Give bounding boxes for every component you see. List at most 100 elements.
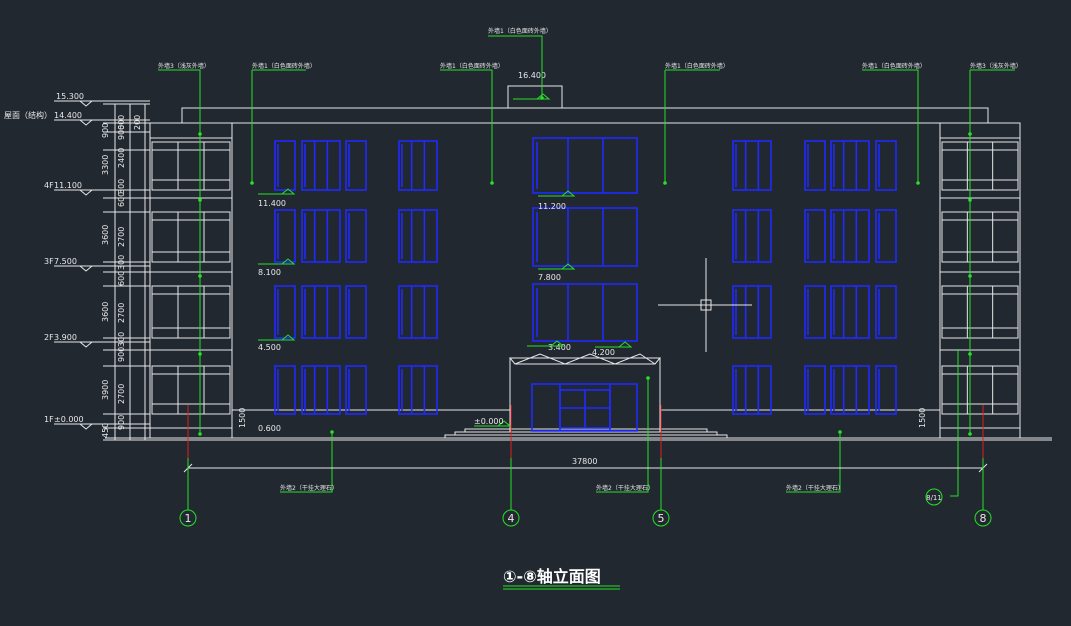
level-4f-note: 4F [44,181,54,190]
facade-window [345,285,367,339]
level-triangle [617,341,633,348]
level-14400: 14.400 [54,111,82,120]
level-7500-mark-triangle [78,265,94,272]
callout-center-right: 外墙1（白色面砖外墙） [665,62,729,70]
win-level-7800: 7.800 [538,273,561,282]
level-2f-note: 2F [44,333,54,342]
facade-window [274,365,296,415]
facade-window [875,209,897,263]
center-window [532,283,638,342]
svg-text:1: 1 [185,512,192,525]
facade-window [345,140,367,191]
callout-dot [968,274,972,278]
dim-outer-1: 900 [101,123,110,138]
tower-window [941,365,1019,415]
facade-window [732,285,772,339]
dim-outer-3: 3600 [101,225,110,245]
dim-inner-1: 600 [117,115,126,130]
dim-inner-13: 2700 [117,384,126,404]
level-11100: 11.100 [54,181,82,190]
axis-bubble-8: 8 [974,509,992,527]
tower-window [151,365,231,415]
callout-right-front: 外墙1（白色面砖外墙） [862,62,926,70]
facade-window [830,285,870,339]
entrance-door [531,383,638,432]
entrance-canopy [508,357,662,365]
entrance-step-2 [444,434,728,439]
facade-window [345,365,367,415]
facade-window [732,209,772,263]
callout-dot [198,352,202,356]
tower-window [151,285,231,339]
callout-dot [968,198,972,202]
callout-dot [540,96,544,100]
svg-text:4: 4 [508,512,515,525]
facade-window [804,209,826,263]
tower-window [151,211,231,263]
dim-inner-12: 900 [117,347,126,362]
callout-dot [968,132,972,136]
tower-window [941,285,1019,339]
axis-bubble-8-11: 8/11 [925,488,943,506]
facade-window [301,140,341,191]
svg-text:8/11: 8/11 [926,494,942,502]
overall-dimension-label: 37800 [572,457,597,466]
level-15300-mark-triangle [78,100,94,107]
level-14400-mark-triangle [78,119,94,126]
dim-inner-5: 300 [117,179,126,194]
dim-outer-4: 3600 [101,302,110,322]
level-3f-note: 3F [44,257,54,266]
entrance-step-3 [464,428,708,433]
tower-window [941,211,1019,263]
center-window [532,137,638,194]
level-zero: ±0.000 [54,415,84,424]
facade-window [301,285,341,339]
level-3900-mark-triangle [78,341,94,348]
tower-windows [150,137,1020,429]
callout-leaders [158,35,1015,497]
main-windows [274,137,897,415]
facade-window [398,209,438,263]
plinth-dim-right: 1500 [918,408,927,428]
plinth-dim-left: 1500 [238,408,247,428]
callout-bottom-left: 外墙2（干挂大理石） [280,484,338,492]
callout-dots [198,96,972,436]
axis-lines [187,405,984,510]
title-text: ①-⑧轴立面图 [503,567,601,586]
callout-dot [968,352,972,356]
roof-level-16400: 16.400 [518,71,546,80]
callout-dot [968,432,972,436]
win-level-4500: 4.500 [258,343,281,352]
level-11100-mark-triangle [78,189,94,196]
building-outline [105,85,1052,441]
callout-dot [250,181,254,185]
dim-inner-14: 900 [117,415,126,430]
level-zero-mark-triangle [78,423,94,430]
facade-window [804,140,826,191]
dim-outer-2: 3300 [101,155,110,175]
level-7500: 7.500 [54,257,77,266]
level-roof-note: 屋面（结构） [4,110,52,120]
callout-dot [663,181,667,185]
right-tower [939,122,1021,439]
callout-right-side: 外墙3（浅灰外墙） [970,62,1022,70]
callout-dot [198,198,202,202]
dim-inner-4: 2400 [117,148,126,168]
dim-inner-3: 200 [133,115,142,130]
level-3900: 3.900 [54,333,77,342]
facade-window [804,365,826,415]
win-level-11200: 11.200 [538,202,566,211]
callout-left-front: 外墙1（白色面砖外墙） [252,62,316,70]
win-level-3400: 3.400 [548,343,571,352]
facade-window [398,285,438,339]
level-1f-note: 1F [44,415,54,424]
dim-inner-10: 2700 [117,303,126,323]
ground-level-label: 0.600 [258,424,281,433]
callout-bottom-right: 外墙2（干挂大理石） [786,484,844,492]
win-level-8100: 8.100 [258,268,281,277]
callout-bottom-center: 外墙2（干挂大理石） [596,484,654,492]
facade-window [875,140,897,191]
callout-dot [646,376,650,380]
parapet [181,107,989,124]
